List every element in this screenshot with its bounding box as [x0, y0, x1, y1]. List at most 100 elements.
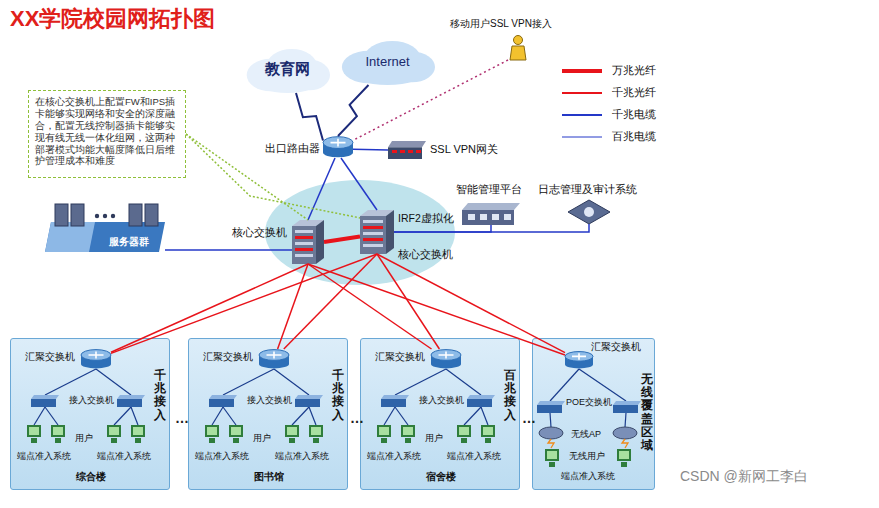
device-label: 宿舍楼: [361, 471, 521, 483]
icon-part: [285, 425, 299, 437]
icon-part: [381, 438, 387, 443]
device-label: 核心交换机: [232, 226, 287, 239]
network-link: [377, 254, 565, 353]
icon-part: [89, 351, 104, 358]
core-icon: [360, 210, 394, 254]
device-label: 端点准入系统: [367, 451, 421, 461]
icon-part: [53, 427, 63, 435]
icon-part: [95, 214, 99, 218]
icon-part: [622, 439, 628, 448]
legend-line: [562, 137, 602, 138]
legend-text: 千兆光纤: [612, 86, 656, 99]
building-wire: [274, 369, 309, 395]
icon-part: [457, 425, 471, 437]
icon-part: [492, 214, 499, 220]
network-link: [353, 148, 388, 150]
network-link: [296, 93, 323, 140]
device-label: 智能管理平台: [456, 183, 522, 196]
network-link: [278, 264, 308, 349]
device-label: 接入交换机: [69, 395, 114, 406]
legend-line: [562, 69, 602, 73]
callout-box: 在核心交换机上配置FW和IPS插卡能够实现网络和安全的深度融合，配置无线控制器插…: [28, 90, 186, 178]
icon-part: [295, 399, 320, 407]
icon-part: [311, 427, 321, 435]
building-wire: [481, 407, 488, 425]
zone-label: 百兆接入: [504, 369, 516, 422]
device-label: 端点准入系统: [17, 451, 71, 461]
icon-part: [295, 254, 313, 257]
icon-part: [31, 438, 37, 443]
router-icon: [323, 136, 353, 158]
icon-part: [117, 399, 142, 407]
icon-part: [129, 204, 142, 226]
building-wire: [446, 369, 481, 395]
icon-part: [408, 150, 413, 153]
router-icon: [259, 349, 289, 369]
icon-part: [131, 425, 145, 437]
network-link: [353, 60, 508, 140]
icon-part: [565, 352, 593, 362]
building-wire: [212, 407, 223, 425]
icon-part: [259, 360, 289, 369]
icon-part: [363, 238, 383, 241]
router-node: 出口路由器: [323, 136, 353, 158]
cloud-label: Internet: [340, 54, 435, 70]
icon-part: [133, 427, 143, 435]
icon-part: [405, 438, 411, 443]
icon-part: [467, 395, 495, 399]
icon-part: [31, 395, 59, 399]
icon-part: [439, 351, 454, 358]
icon-part: [295, 242, 313, 245]
icon-part: [363, 226, 383, 229]
icon-part: [31, 399, 56, 407]
icon-part: [613, 405, 638, 413]
building-wire: [395, 369, 446, 395]
legend-line: [562, 114, 602, 116]
zone-label: 千兆接入: [332, 369, 344, 422]
icon-part: [205, 425, 219, 437]
cloud-node: 教育网: [245, 48, 330, 93]
watermark: CSDN @新网工李白: [680, 468, 808, 485]
building-zone: 无线覆盖区域POE交换机无线AP无线用户端点准入系统汇聚交换机: [532, 338, 655, 490]
device-label: 接入交换机: [247, 395, 292, 406]
device-label: 用户: [75, 433, 93, 444]
icon-part: [537, 405, 562, 413]
icon-part: [539, 427, 563, 439]
router-icon: [431, 349, 461, 369]
zone-label: 千兆接入: [154, 369, 166, 422]
device-label: SSL VPN网关: [430, 143, 498, 156]
icon-part: [462, 203, 520, 210]
icon-part: [613, 401, 641, 405]
network-link: [394, 224, 589, 232]
building-wire: [625, 413, 626, 427]
aggregation-switch: 汇聚交换机: [81, 349, 111, 369]
icon-part: [619, 451, 629, 459]
cloud-label: 教育网: [245, 60, 330, 78]
icon-part: [617, 449, 631, 461]
icon-part: [45, 222, 95, 252]
building-wire: [45, 407, 58, 425]
icon-part: [313, 438, 319, 443]
icon-part: [295, 395, 323, 399]
building-wire: [464, 407, 481, 425]
icon-part: [510, 46, 526, 60]
network-link: [308, 264, 565, 355]
icon-part: [613, 427, 637, 439]
device-label: 汇聚交换机: [203, 351, 253, 363]
icon-part: [323, 137, 353, 149]
device-label: 用户: [253, 433, 271, 444]
audit-icon: [568, 200, 610, 224]
mobile-user: 移动用户SSL VPN接入: [508, 35, 528, 60]
building-wire: [309, 407, 316, 425]
building-wire: [96, 369, 131, 395]
icon-part: [621, 462, 627, 467]
band-label: 服务器群: [109, 236, 149, 248]
building-wire: [131, 407, 138, 425]
legend-line: [562, 92, 602, 94]
device-label: POE交换机: [566, 397, 612, 408]
icon-part: [461, 438, 467, 443]
icon-part: [431, 350, 461, 361]
network-link: [284, 254, 377, 349]
legend-text: 百兆电缆: [612, 130, 656, 143]
callout-text: 在核心交换机上配置FW和IPS插卡能够实现网络和安全的深度融合，配置无线控制器插…: [35, 96, 181, 167]
